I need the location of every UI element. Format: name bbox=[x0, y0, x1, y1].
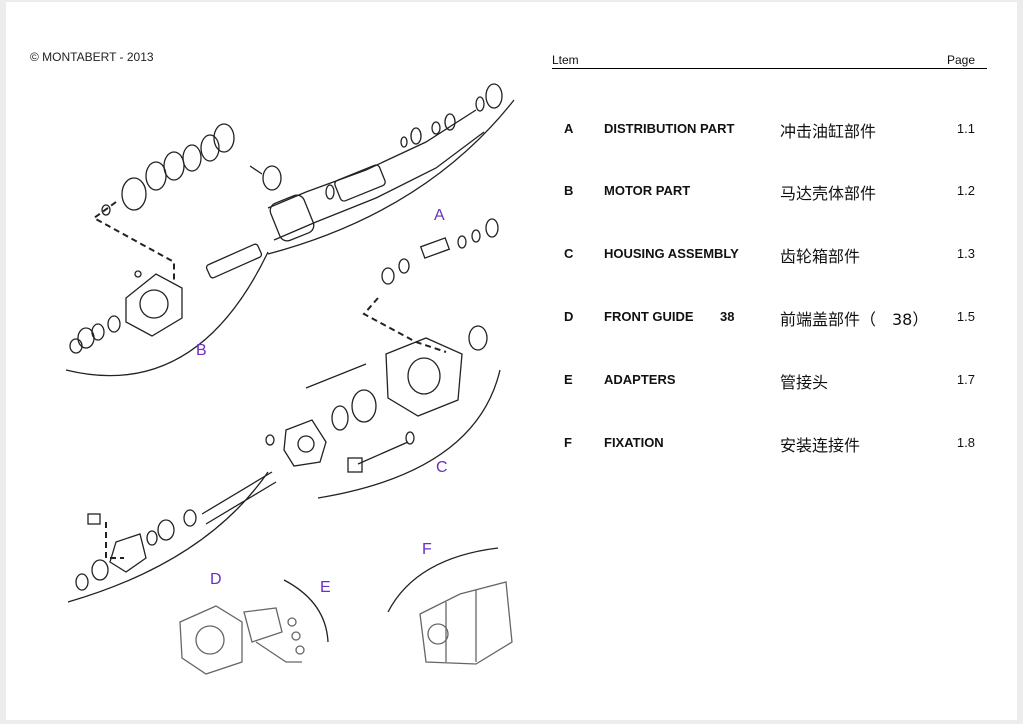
row-letter: D bbox=[564, 309, 574, 324]
row-chinese-name: 冲击油缸部件 bbox=[780, 122, 877, 141]
dashed-connector-c bbox=[362, 297, 447, 353]
row-chinese-name: 管接头 bbox=[780, 373, 829, 392]
table-row: C HOUSING ASSEMBLY 齿轮箱部件 1.3 bbox=[552, 243, 987, 266]
diagram-label-e: E bbox=[320, 579, 331, 596]
column-header-item: Ltem bbox=[552, 53, 579, 67]
parts-group-b bbox=[69, 123, 263, 354]
row-page: 1.5 bbox=[956, 309, 975, 324]
section-arc-a bbox=[267, 99, 515, 255]
row-letter: B bbox=[564, 183, 574, 198]
table-row: D FRONT GUIDE 38 前端盖部件（ 38） 1.5 bbox=[552, 306, 987, 329]
section-arc-f bbox=[387, 547, 499, 613]
row-page: 1.7 bbox=[956, 372, 975, 387]
diagram-label-d: D bbox=[210, 571, 222, 588]
parts-group-e bbox=[179, 605, 305, 675]
table-row: B MOTOR PART 马达壳体部件 1.2 bbox=[552, 180, 987, 203]
row-chinese-name: 安装连接件 bbox=[780, 436, 861, 455]
row-name: FIXATION bbox=[604, 435, 664, 450]
row-name: ADAPTERS bbox=[604, 372, 676, 387]
column-header-page: Page bbox=[946, 53, 975, 67]
row-name: MOTOR PART bbox=[604, 183, 691, 198]
row-letter: F bbox=[564, 435, 572, 450]
row-letter: A bbox=[564, 121, 574, 136]
row-letter: E bbox=[564, 372, 573, 387]
copyright-notice: © MONTABERT - 2013 bbox=[30, 50, 154, 64]
row-name: DISTRIBUTION PART bbox=[604, 121, 735, 136]
section-arc-c bbox=[317, 369, 501, 499]
diagram-label-c: C bbox=[436, 459, 448, 476]
table-row: A DISTRIBUTION PART 冲击油缸部件 1.1 bbox=[552, 118, 987, 141]
row-chinese-name: 马达壳体部件 bbox=[780, 184, 877, 203]
row-page: 1.1 bbox=[956, 121, 975, 136]
parts-group-a bbox=[249, 83, 503, 242]
row-letter: C bbox=[564, 246, 574, 261]
dashed-connector-d bbox=[105, 522, 124, 559]
section-arc-d bbox=[67, 471, 269, 603]
table-row: E ADAPTERS 管接头 1.7 bbox=[552, 369, 987, 392]
row-page: 1.3 bbox=[956, 246, 975, 261]
diagram-label-a: A bbox=[434, 207, 445, 224]
diagram-label-f: F bbox=[422, 541, 432, 558]
parts-group-d bbox=[75, 419, 327, 591]
table-header: Ltem Page bbox=[552, 53, 987, 69]
table-row: F FIXATION 安装连接件 1.8 bbox=[552, 432, 987, 455]
document-page: © MONTABERT - 2013 bbox=[6, 2, 1017, 720]
section-arc-e bbox=[283, 579, 329, 643]
row-chinese-name: 齿轮箱部件 bbox=[780, 247, 861, 266]
row-size: 38 bbox=[720, 309, 735, 324]
row-name: FRONT GUIDE bbox=[604, 309, 694, 324]
parts-group-c bbox=[305, 218, 499, 473]
row-page: 1.8 bbox=[956, 435, 975, 450]
exploded-parts-diagram: A B C D E F bbox=[65, 83, 515, 675]
parts-group-f bbox=[419, 581, 513, 665]
row-page: 1.2 bbox=[956, 183, 975, 198]
section-arc-b bbox=[65, 251, 269, 377]
row-name: HOUSING ASSEMBLY bbox=[604, 246, 739, 261]
dashed-connector-b bbox=[92, 201, 175, 284]
row-chinese-name: 前端盖部件（ 38） bbox=[780, 310, 929, 329]
diagram-label-b: B bbox=[196, 342, 207, 359]
